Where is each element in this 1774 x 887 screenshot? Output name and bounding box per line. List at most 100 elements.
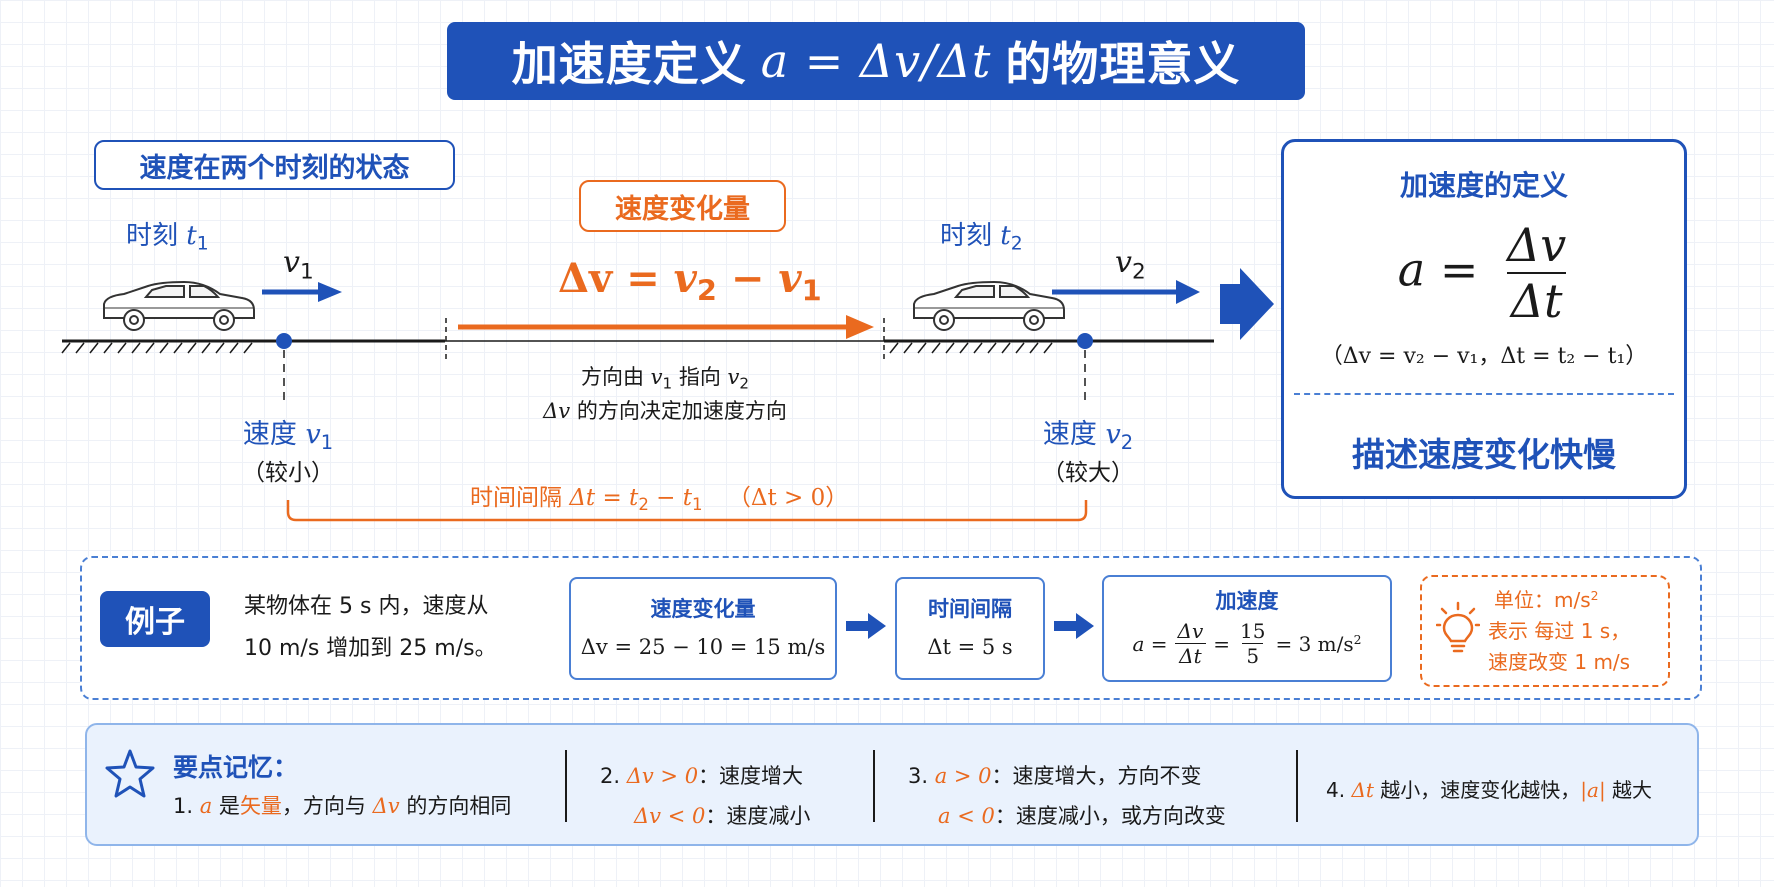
moment-t1-sub: 1 — [196, 233, 209, 255]
speed-v2-label: 速度 v2 （较大） — [1026, 412, 1150, 487]
delta-v-lhs: Δv = — [558, 255, 674, 302]
v1-sym: v — [283, 245, 300, 280]
def-fraction: Δv Δt — [1503, 218, 1570, 328]
memo1-sym: a — [199, 794, 213, 818]
direction-note-line1: 方向由 v1 指向 v2 — [500, 360, 830, 394]
dir-dv: Δv — [543, 399, 571, 423]
big-right-arrow — [1220, 268, 1274, 340]
interval-cond: （Δt > 0） — [727, 485, 849, 511]
memo3-line2: a < 0：速度减小，或方向改变 — [908, 796, 1226, 836]
car-2-icon — [913, 280, 1065, 331]
definition-meaning: 描述速度变化快慢 — [1352, 435, 1616, 474]
velocity-state-tag: 速度在两个时刻的状态 — [94, 140, 455, 190]
memo-item-2: 2. Δv > 0：速度增大 Δv < 0：速度减小 — [600, 756, 810, 836]
example-text-line2: 10 m/s 增加到 25 m/s。 — [244, 636, 497, 661]
dir-text-a: 方向由 — [580, 365, 651, 389]
definition-divider — [1294, 393, 1674, 395]
memo4-dt: Δt — [1351, 778, 1374, 802]
memo1-dv: Δv — [372, 794, 400, 818]
memo1-c: ，方向与 — [281, 794, 373, 818]
interval-t1-sub: 1 — [691, 494, 703, 514]
example-box3-sup: 2 — [1353, 631, 1362, 647]
speed-v1-note: （较小） — [242, 460, 334, 486]
moment-t2-text: 时刻 — [940, 221, 993, 251]
title-suffix: 的物理意义 — [1005, 37, 1241, 91]
point-t2 — [1077, 333, 1093, 349]
unit-hint-line1: 单位：m/s2 — [1488, 585, 1630, 616]
point-t1 — [276, 333, 292, 349]
example-box3-title: 加速度 — [1215, 589, 1279, 613]
example-box3-result: = 3 m/s — [1275, 631, 1354, 656]
interval-bracket — [286, 500, 1088, 522]
memo2-line1: 2. Δv > 0：速度增大 — [600, 756, 810, 796]
memo-item-3: 3. a > 0：速度增大，方向不变 a < 0：速度减小，或方向改变 — [908, 756, 1226, 836]
memo3-cond1: a > 0 — [934, 764, 992, 788]
memo4-num: 4. — [1326, 778, 1352, 802]
moment-t1-label: 时刻 t1 — [126, 215, 209, 255]
memo2-text2: ：速度减小 — [705, 804, 811, 828]
speed-v2-sub: 2 — [1120, 430, 1134, 454]
example-text-line1: 某物体在 5 s 内，速度从 — [244, 594, 489, 619]
example-box1-body: Δv = 25 − 10 = 15 m/s — [580, 635, 826, 659]
memo3-text1: ：速度增大，方向不变 — [991, 764, 1202, 788]
memo-item-1: 1. a 是矢量，方向与 Δv 的方向相同 — [173, 790, 511, 820]
definition-heading: 加速度的定义 — [1399, 169, 1568, 202]
memo1-d: 的方向相同 — [399, 794, 512, 818]
example-box-velocity-change: 速度变化量 Δv = 25 − 10 = 15 m/s — [569, 577, 837, 680]
dir-v1: v — [650, 365, 663, 389]
memo2-cond2: Δv < 0 — [634, 804, 706, 828]
memo-heading: 要点记忆： — [173, 753, 299, 782]
flow-arrow-1 — [846, 613, 886, 639]
memo3-line1: 3. a > 0：速度增大，方向不变 — [908, 756, 1226, 796]
memo3-num: 3. — [908, 764, 935, 788]
memo1-num: 1. — [173, 794, 200, 818]
unit-line1-text: 单位：m/s — [1494, 588, 1591, 612]
ground-hatch-right — [889, 342, 1053, 354]
car-1-icon — [103, 280, 255, 331]
direction-note-line2: Δv 的方向决定加速度方向 — [500, 394, 830, 428]
title-banner: 加速度定义 a = Δv/Δt 的物理意义 — [447, 22, 1305, 100]
speed-v1-sub: 1 — [320, 430, 334, 454]
interval-label: 时间间隔 Δt = t2 − t1 （Δt > 0） — [470, 478, 849, 514]
ex-frac1-den: Δt — [1175, 643, 1206, 668]
v1-sub: 1 — [299, 259, 314, 285]
delta-v-minus: − — [716, 255, 779, 302]
memo2-text1: ：速度增大 — [698, 764, 804, 788]
v1-arrow-label: v1 — [283, 245, 314, 283]
interval-formula: Δt = t — [569, 485, 639, 511]
lightbulb-icon — [1436, 601, 1480, 653]
ground-hatch-left — [61, 342, 253, 354]
ex-frac1-num: Δv — [1177, 619, 1204, 643]
memo4-text: 越小，速度变化越快， — [1373, 778, 1581, 802]
star-icon — [105, 749, 155, 798]
dir-text-line2: 的方向决定加速度方向 — [570, 399, 787, 423]
memo1-vector: 矢量 — [239, 794, 282, 818]
v2-arrow-label: v2 — [1115, 245, 1146, 283]
moment-t1-text: 时刻 — [126, 221, 179, 251]
definition-note: （Δv = v₂ − v₁，Δt = t₂ − t₁） — [1320, 344, 1648, 369]
memo-divider-3 — [1296, 750, 1298, 822]
example-box2-title: 时间间隔 — [928, 597, 1012, 621]
def-num: Δv — [1507, 218, 1567, 272]
example-badge: 例子 — [100, 591, 210, 647]
direction-note: 方向由 v1 指向 v2 Δv 的方向决定加速度方向 — [500, 360, 830, 428]
memo-divider-1 — [565, 750, 567, 822]
memo2-line2: Δv < 0：速度减小 — [600, 796, 810, 836]
interval-rest: − t — [648, 485, 692, 511]
interval-t2-sub: 2 — [638, 494, 649, 514]
unit-hint-line3: 速度改变 1 m/s — [1488, 650, 1631, 674]
v1-arrow-head — [318, 282, 342, 302]
v2-arrow-head — [1176, 280, 1200, 304]
interval-text: 时间间隔 — [470, 485, 562, 511]
velocity-change-tag: 速度变化量 — [579, 180, 786, 232]
speed-v2-text: 速度 — [1042, 419, 1097, 450]
unit-hint-text: 单位：m/s2 表示 每过 1 s， 速度改变 1 m/s — [1488, 585, 1630, 678]
speed-v2-note: （较大） — [1042, 460, 1134, 486]
dir-v1-sub: 1 — [662, 374, 673, 393]
dir-v2-sub: 2 — [739, 374, 750, 393]
v2-sub: 2 — [1131, 259, 1146, 285]
memo-divider-2 — [873, 750, 875, 822]
